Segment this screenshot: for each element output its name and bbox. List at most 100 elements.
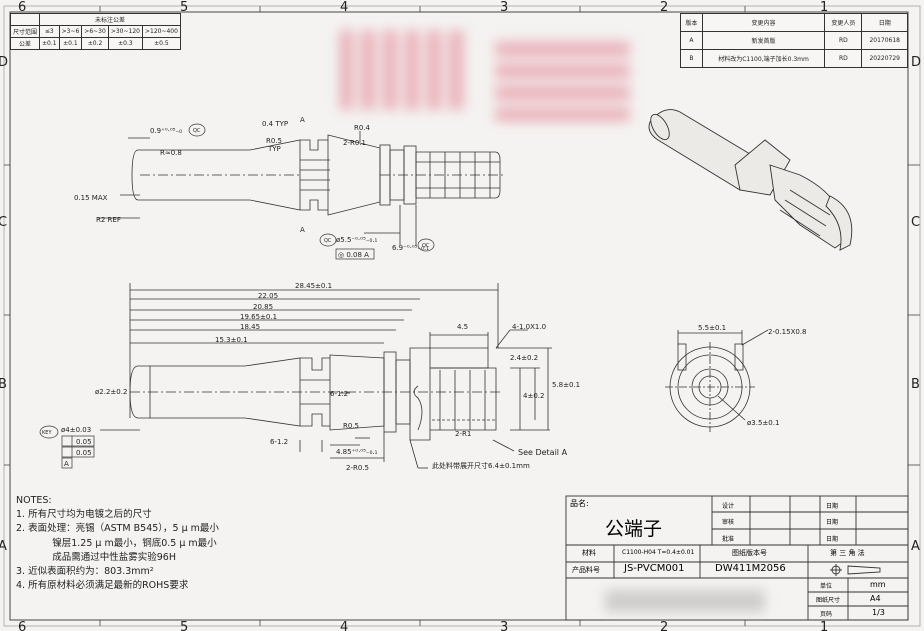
rev-date: 20170618 <box>861 31 908 50</box>
row-label: B <box>0 377 7 392</box>
dim-0-9: 0.9⁺⁰·⁰⁵₋₀ <box>150 127 182 135</box>
qc-label: QC <box>422 243 430 249</box>
dim-19-65: 19.65±0.1 <box>240 313 277 321</box>
isometric-view <box>648 109 853 251</box>
col-label: 6 <box>18 0 26 15</box>
qc-label: QC <box>193 128 201 134</box>
page-value: 1/3 <box>872 608 885 617</box>
col-label: 3 <box>500 0 508 15</box>
dim-22-05: 22.05 <box>258 292 278 300</box>
tol-cell: ±0.2 <box>81 37 109 50</box>
dim-28-45: 28.45±0.1 <box>295 282 332 290</box>
key-label: KEY <box>42 430 52 436</box>
tol-cell: ±0.1 <box>39 37 60 50</box>
col-label: 4 <box>340 620 348 631</box>
rev-date: 20220729 <box>861 49 908 68</box>
dim-d2-2: ø2.2±0.2 <box>95 388 127 396</box>
col-label: 6 <box>18 620 26 631</box>
range-label: 尺寸范围 <box>9 25 41 38</box>
dim-6-1-2a: 6-1.2 <box>330 390 348 398</box>
tolerance-table: 未标注公差 尺寸范围 ≤3 >3~6 >6~30 >30~120 >120~40… <box>9 13 181 50</box>
dim-r08: R≈0.8 <box>160 149 182 157</box>
range-cell: >3~6 <box>58 25 83 38</box>
dim-d4: ø4±0.03 <box>61 426 91 434</box>
note-line: 3. 近似表面积约为：803.3mm² <box>16 566 154 578</box>
part-no-label: 产品料号 <box>572 566 600 574</box>
col-label: 4 <box>340 0 348 15</box>
dim-2-4: 2.4±0.2 <box>510 354 538 362</box>
qc-marks <box>188 123 435 252</box>
rev-person: RD <box>824 31 863 50</box>
dim-r01: 2-R0.1 <box>343 139 366 147</box>
notes-block: NOTES: 1. 所有尺寸均为电镀之后的尺寸 2. 表面处理：亮锡（ASTM … <box>16 494 219 593</box>
note-line: 4. 所有原材料必须满足最新的ROHS要求 <box>16 580 189 592</box>
datum-a-top: A <box>300 226 305 234</box>
title-block <box>565 495 909 621</box>
row-label: A <box>911 539 920 554</box>
tol-0-05-a: 0.05 <box>76 438 92 446</box>
name-label: 品名: <box>570 499 589 508</box>
row-label: D <box>0 55 8 70</box>
top-view-dims: 0.9⁺⁰·⁰⁵₋₀ R≈0.8 0.15 MAX R2 REF 0.4 TYP… <box>74 116 429 252</box>
part-number: JS-PVCM001 <box>624 563 685 574</box>
dim-5-8: 5.8±0.1 <box>552 381 580 389</box>
tol-cell: ±0.1 <box>58 37 83 50</box>
row-label: D <box>911 55 921 70</box>
border-ticks <box>4 6 920 626</box>
rev-header: 变更内容 <box>701 13 826 32</box>
tol-0-05-b: 0.05 <box>76 449 92 457</box>
tol-cell: ±0.5 <box>141 37 181 50</box>
dim-5-5: 5.5±0.1 <box>698 324 726 332</box>
see-detail-a: See Detail A <box>518 448 568 457</box>
tolerance-title: 未标注公差 <box>39 13 181 26</box>
dim-r2-ref: R2 REF <box>96 216 121 224</box>
col-label: 2 <box>660 620 668 631</box>
signature-blur <box>605 590 765 612</box>
size-value: A4 <box>870 594 881 603</box>
dim-r05: R0.5 <box>266 137 282 145</box>
drawing-number: DW411M2056 <box>715 563 786 574</box>
qc-label: QC <box>324 238 332 244</box>
dim-015-max: 0.15 MAX <box>74 194 108 202</box>
dim-20-85: 20.85 <box>253 303 273 311</box>
rev-header: 版本 <box>680 13 703 32</box>
approve-label: 批准 <box>722 536 735 543</box>
range-cell: >6~30 <box>81 25 109 38</box>
datum-frames <box>39 425 95 469</box>
date-label: 日期 <box>826 519 839 526</box>
dim-4: 4±0.2 <box>523 392 544 400</box>
range-cell: >120~400 <box>141 25 181 38</box>
dim-r0-5a: R0.5 <box>343 422 359 430</box>
design-label: 设计 <box>722 503 735 510</box>
border-column-labels: 6 5 4 3 2 1 6 5 4 3 2 1 <box>18 0 828 631</box>
note-line: 1. 所有尺寸均为电镀之后的尺寸 <box>16 509 152 521</box>
range-cell: >30~120 <box>107 25 143 38</box>
row-label: B <box>911 377 920 392</box>
datum-a: A <box>64 460 69 468</box>
stamp-blur-right <box>495 36 630 121</box>
date-label: 日期 <box>826 536 839 543</box>
rev-header: 日期 <box>861 13 908 32</box>
flare-note: 此处料带展开尺寸6.4±0.1mm <box>432 461 530 470</box>
rev-content: 新发首版 <box>701 31 826 50</box>
concentricity-tol: ◎ 0.08 A <box>338 251 369 259</box>
dim-69: 6.9⁻⁰·⁰⁵₋₀.₁ <box>392 244 429 252</box>
dim-d3-5: ø3.5±0.1 <box>747 419 779 427</box>
unit-label: 单位 <box>820 583 833 590</box>
rev-version: A <box>680 31 703 50</box>
qc-labels: QC QC QC <box>193 128 430 249</box>
dim-15-3: 15.3±0.1 <box>215 336 248 344</box>
col-label: 5 <box>180 620 188 631</box>
end-view <box>665 329 769 432</box>
drawing-no-label: 图纸版本号 <box>732 549 767 557</box>
tol-cell: ±0.3 <box>107 37 143 50</box>
outer-frame <box>9 11 909 621</box>
dim-6-1-2b: 6-1.2 <box>270 438 288 446</box>
note-line: 镍层1.25 μ m最小，铜底0.5 μ m最小 <box>16 537 217 549</box>
row-label: C <box>911 215 920 230</box>
dim-4-5: 4.5 <box>457 323 468 331</box>
dim-18-45: 18.45 <box>240 323 260 331</box>
range-cell: ≤3 <box>39 25 60 38</box>
concentricity-frame <box>335 248 375 260</box>
